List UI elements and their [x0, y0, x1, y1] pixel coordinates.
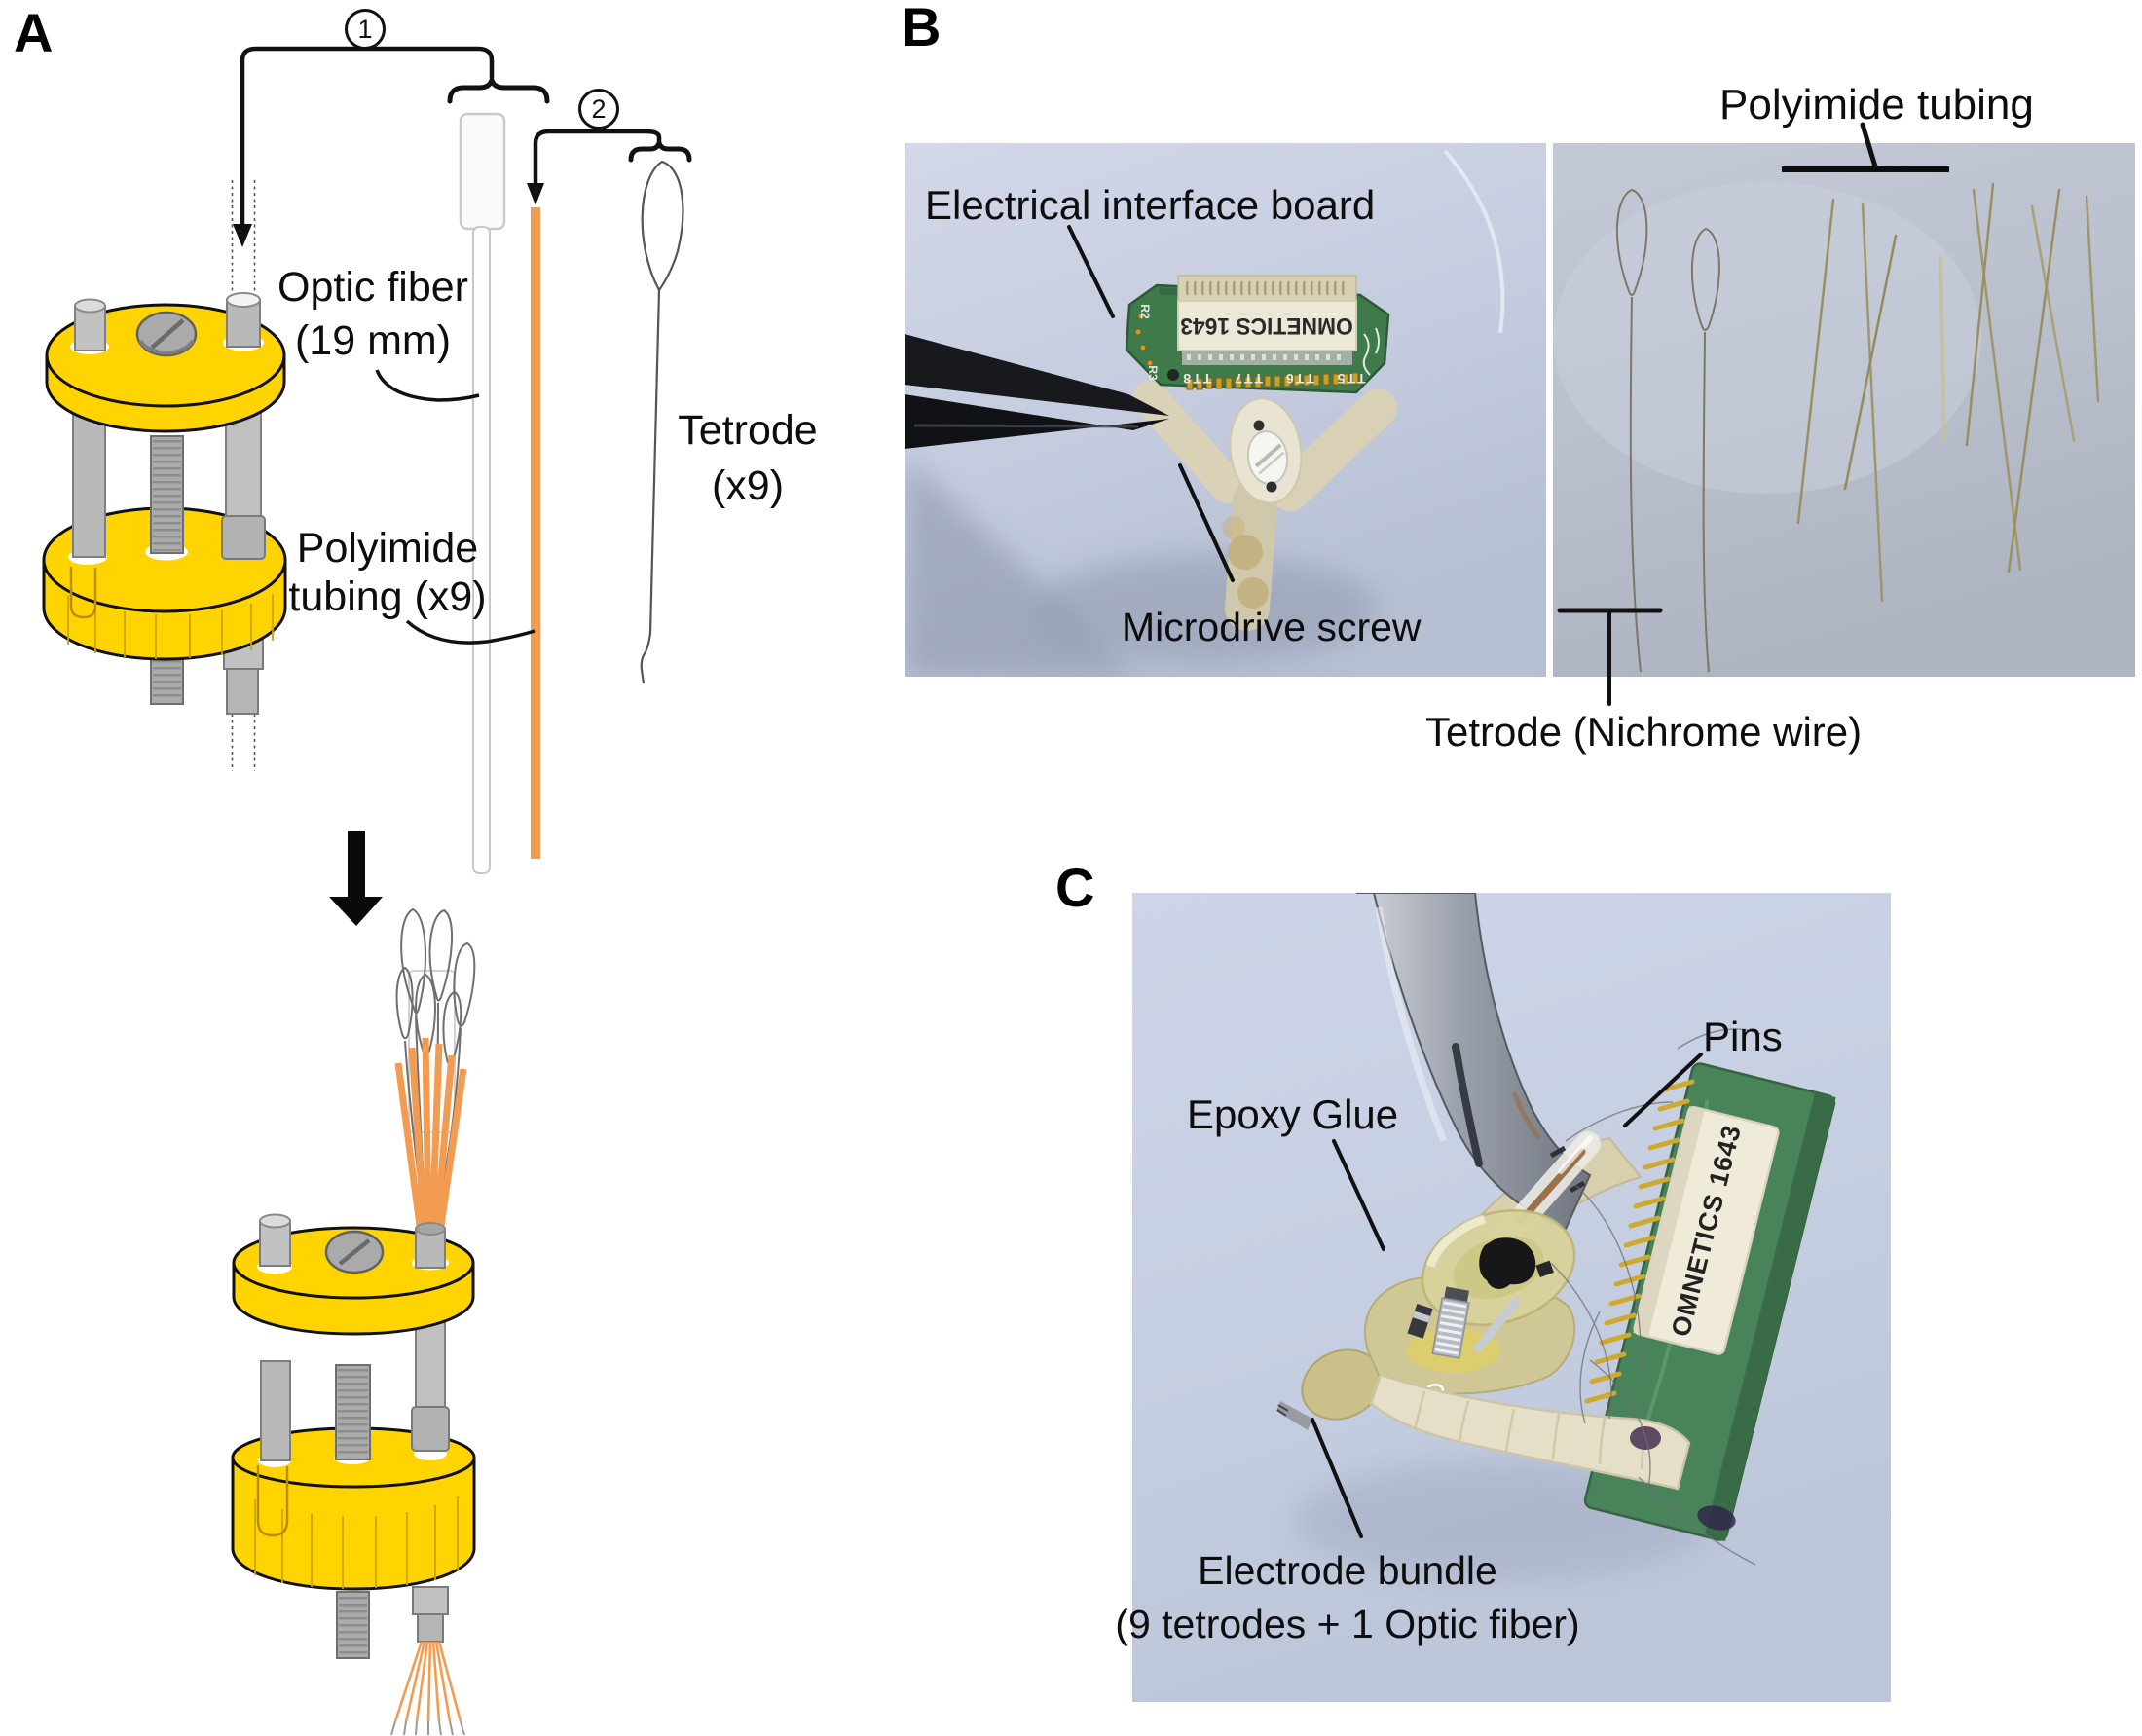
- polyimide-callout-line: [405, 619, 536, 645]
- optic-fiber-label: Optic fiber(19 mm): [277, 264, 468, 364]
- microdrive-assembled: [231, 907, 476, 1736]
- silkscreen-r2: R2: [1138, 304, 1152, 319]
- panel-b-letter: B: [902, 0, 942, 57]
- tetrode-wire: [640, 160, 684, 684]
- step1-arrowhead: [233, 224, 252, 247]
- microdrive-exploded: [42, 292, 287, 715]
- omnetics-connector: [1177, 275, 1357, 365]
- tubing-callout-bar: [1782, 166, 1949, 172]
- panel-a-schematic: [42, 46, 692, 1736]
- fiber-guide-dashes: [231, 180, 256, 771]
- step2-marker: 2: [578, 89, 619, 129]
- photo-interface-board: [905, 143, 1546, 677]
- pcb-pad-labels: TT5 TT6 TT7 TT8: [1181, 371, 1366, 387]
- microdrive-screw-photo: [1246, 430, 1289, 485]
- drum-notch: [69, 567, 97, 619]
- assembly-arrow: [329, 831, 383, 926]
- hemostat: [1356, 893, 1592, 1231]
- optic-fiber-ferrule: [459, 112, 506, 231]
- guide-tube-tip: [226, 668, 259, 715]
- epoxy-annotation: Epoxy Glue: [1187, 1091, 1399, 1137]
- panel-a-letter: A: [14, 2, 54, 63]
- photo-tetrode-tubing: [1553, 143, 2135, 677]
- step1-marker: 1: [345, 9, 386, 50]
- bundle-annotation: Electrode bundle(9 tetrodes + 1 Optic fi…: [1115, 1548, 1580, 1646]
- photo-assembled-drive: [1132, 893, 1891, 1702]
- silkscreen-r3: R3: [1146, 365, 1160, 381]
- optic-fiber-callout-line: [375, 369, 480, 402]
- post-cap-left: [74, 305, 106, 351]
- polyimide-tube: [531, 207, 540, 859]
- pins-annotation: Pins: [1703, 1014, 1783, 1059]
- polyimide-tubes-photo: [1796, 182, 2100, 603]
- tweezers: [905, 334, 1169, 449]
- support-post-left: [72, 413, 106, 558]
- electrode-bundle: [1369, 1373, 1691, 1491]
- screw-annotation: Microdrive screw: [1122, 605, 1422, 649]
- gold-pads: [1134, 313, 1359, 390]
- guide-tube-coupler: [221, 515, 266, 560]
- tetrode-label: Tetrode(x9): [678, 407, 818, 509]
- stray-wires: [1550, 1028, 1761, 1566]
- drum-knurls: [67, 594, 274, 659]
- electrode-tip: [1276, 1401, 1312, 1430]
- step2-arrowhead: [527, 183, 544, 205]
- tetrode-annotation: Tetrode (Nichrome wire): [1425, 709, 1863, 755]
- step2-bracket: [533, 129, 692, 188]
- electrode-wires-fan: [390, 1641, 465, 1736]
- tetrode-loops-photo: [1615, 188, 1720, 673]
- panel-c-letter: C: [1055, 857, 1095, 918]
- connector-print-b: OMNETICS 1643: [1180, 313, 1353, 339]
- spring-screw: [1407, 1286, 1521, 1359]
- polyimide-tube-bundle: [394, 1037, 467, 1234]
- board-annotation: Electrical interface board: [925, 182, 1376, 228]
- optic-fiber-body: [472, 226, 491, 874]
- device-shadow: [1036, 555, 1377, 662]
- tubing-annotation: Polyimide tubing: [1719, 81, 2034, 129]
